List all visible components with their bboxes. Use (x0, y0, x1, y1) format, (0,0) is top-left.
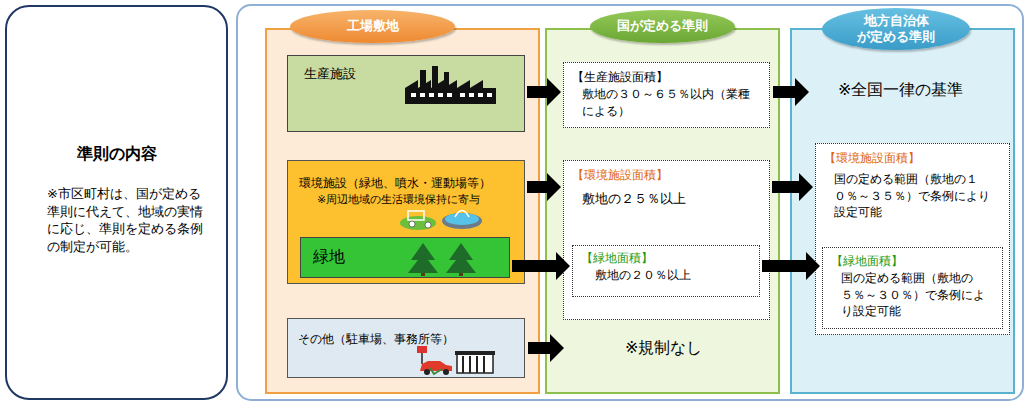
box-body: 敷地の３０～６５％以内（業種による） (572, 86, 761, 120)
box-heading: 【環境施設面積】 (572, 167, 761, 184)
box-heading: 準則の内容 (23, 143, 210, 165)
outer-frame (237, 5, 1023, 400)
column-header: 工場敷地 (290, 10, 455, 43)
note-label: ※規制なし (625, 338, 702, 359)
box-heading: 緑地 (313, 246, 345, 268)
box-body: ※周辺地域の生活環境保持に寄与 (299, 192, 514, 207)
block-arrow (772, 173, 813, 201)
factory-icon (405, 66, 496, 104)
block-arrow (528, 334, 564, 362)
box-heading: 【緑地面積】 (581, 250, 751, 267)
green-area-box: 緑地 (300, 237, 510, 278)
sports-field-icon (400, 211, 436, 230)
column-header: 国が定める準則 (590, 10, 735, 43)
block-arrow (512, 252, 570, 280)
parking-car-icon (417, 346, 452, 375)
other-box: その他（駐車場、事務所等） (287, 318, 525, 378)
site-column: 工場敷地生産施設環境施設（緑地、噴水・運動場等）※周辺地域の生活環境保持に寄与緑… (265, 28, 540, 394)
block-arrow (527, 78, 561, 106)
box-heading: 【緑地面積】 (831, 253, 994, 270)
column-header: 地方自治体 が定める準則 (822, 8, 970, 50)
block-arrow (762, 252, 820, 280)
box-body: 敷地の２５％以上 (572, 190, 761, 208)
note-label: ※全国一律の基準 (838, 80, 963, 101)
rule-box: 【緑地面積】敷地の２０％以上 (572, 245, 760, 297)
box-body: ※市区町村は、国が定める準則に代えて、地域の実情に応じ、準則を定める条例の制定が… (47, 185, 210, 255)
rule-box: 【環境施設面積】敷地の２５％以上【緑地面積】敷地の２０％以上 (563, 160, 770, 320)
environment-box: 環境施設（緑地、噴水・運動場等）※周辺地域の生活環境保持に寄与緑地 (287, 160, 525, 284)
box-body: 敷地の２０％以上 (581, 267, 751, 284)
fountain-pool-icon (442, 211, 482, 230)
box-heading: 【生産施設面積】 (572, 69, 761, 86)
rule-box: 【緑地面積】国の定める範囲（敷地の５％～３０％）で条例により設定可能 (822, 247, 1003, 329)
tree-icons (408, 243, 476, 276)
box-heading: その他（駐車場、事務所等） (298, 331, 514, 348)
block-arrow (773, 78, 809, 106)
box-body: 国の定める範囲（敷地の５％～３０％）で条例により設定可能 (831, 270, 994, 320)
block-arrow (527, 173, 561, 201)
rule-box: 【生産施設面積】敷地の３０～６５％以内（業種による） (563, 62, 770, 128)
office-building-icon (455, 351, 495, 373)
box-heading: 生産施設 (304, 65, 508, 83)
box-heading: 【環境施設面積】 (824, 150, 1001, 167)
production-box: 生産施設 (287, 55, 525, 132)
description-box: 準則の内容 ※市区町村は、国が定める準則に代えて、地域の実情に応じ、準則を定める条… (5, 5, 228, 400)
box-heading: 環境施設（緑地、噴水・運動場等） (299, 175, 514, 192)
rule-box: 【環境施設面積】国の定める範囲（敷地の１０％～３５％）で条例により設定可能【緑地… (815, 143, 1010, 335)
box-body: 国の定める範囲（敷地の１０％～３５％）で条例により設定可能 (824, 171, 1001, 221)
